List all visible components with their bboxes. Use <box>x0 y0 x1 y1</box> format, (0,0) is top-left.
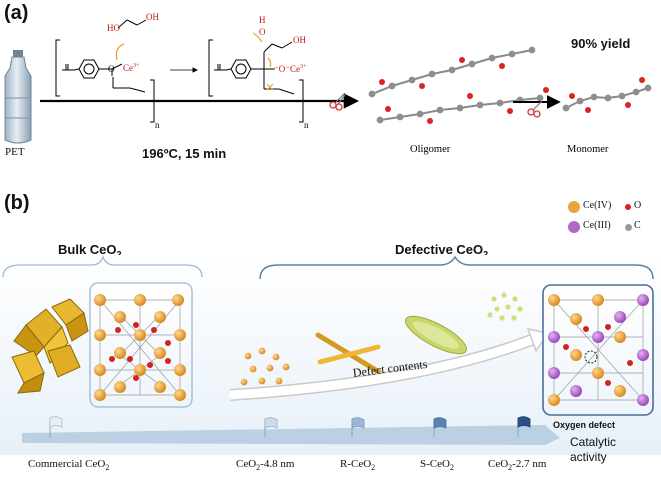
ce-label-left: Ce3+ <box>123 63 140 73</box>
carbonyl-o-label: O <box>108 64 115 74</box>
reaction-scheme: HO OH O Ce3+ n H O <box>4 12 652 155</box>
bulk-o-atoms <box>109 322 171 381</box>
pet-label: PET <box>5 146 25 158</box>
scissors-icon-2 <box>527 100 543 118</box>
ce4-legend-label: Ce(IV) <box>583 200 612 211</box>
sample-flag-s-ceo2 <box>433 417 447 437</box>
ce3-legend-label: Ce(III) <box>583 220 611 231</box>
nanospindle-icon <box>405 315 467 355</box>
sample-label-ceo2-4.8nm: CeO2-4.8 nm <box>236 458 295 473</box>
oh-label-left: OH <box>146 12 159 22</box>
oligomer-molecules <box>368 46 549 124</box>
panel-b-label: (b) <box>4 192 30 214</box>
o-label-right: O <box>259 27 266 37</box>
small-particles-icon <box>487 292 523 321</box>
c-legend-label: C <box>634 220 641 231</box>
legend: Ce(IV) O Ce(III) C <box>568 199 658 239</box>
o-legend-swatch <box>625 204 631 210</box>
sample-flag-ceo2-2.7nm <box>517 416 531 437</box>
bulk-ceo2-title: Bulk CeO2 <box>58 242 122 260</box>
ce-label-right: ⁻O⁻Ce3+ <box>274 64 307 74</box>
h-label-right: H <box>259 15 266 25</box>
scissors-icon <box>329 92 346 111</box>
oxygen-defect-label: Oxygen defect <box>553 420 616 430</box>
yield-label: 90% yield <box>571 36 631 51</box>
sample-flag-r-ceo2 <box>351 417 365 437</box>
panel-a-label: (a) <box>4 2 29 24</box>
monomer-label: Monomer <box>567 144 609 155</box>
repeat-n-right: n <box>304 120 309 130</box>
defective-ce4-atoms <box>548 294 626 406</box>
oh-label-right: OH <box>293 35 306 45</box>
defective-o-atoms <box>563 324 633 386</box>
nanorod-icon <box>315 332 382 375</box>
sample-label-ceo2-2.7nm: CeO2-2.7 nm <box>488 458 547 473</box>
ceo2-illustration <box>0 255 661 455</box>
defective-brace <box>259 255 654 280</box>
sample-label-r-ceo2: R-CeO2 <box>340 458 376 473</box>
ho-label-left: HO <box>107 23 120 33</box>
defective-ce3-atoms <box>548 294 649 406</box>
ce3-legend-swatch <box>568 221 580 233</box>
pet-repeat-unit-right <box>208 39 304 123</box>
ce4-legend-swatch <box>568 201 580 213</box>
oxygen-vacancy-marker <box>584 350 598 364</box>
monomer-molecule <box>562 77 652 113</box>
repeat-n-left: n <box>155 120 160 130</box>
oligomer-label: Oligomer <box>410 144 451 155</box>
sample-flag-ceo2-4.8nm <box>264 417 278 437</box>
sample-label-s-ceo2: S-CeO2 <box>420 458 454 473</box>
pet-bottle-icon <box>4 50 32 144</box>
sample-flag-commercial <box>49 416 63 438</box>
defective-ceo2-title: Defective CeO2 <box>395 242 489 260</box>
bulk-brace <box>2 255 203 278</box>
pet-repeat-unit-left <box>55 19 155 123</box>
o-legend-label: O <box>634 200 642 211</box>
sample-label-commercial: Commercial CeO2 <box>28 458 110 473</box>
reaction-condition: 196ºC, 15 min <box>142 146 227 161</box>
catalytic-activity-label: Catalytic activity <box>570 435 617 464</box>
bulk-crystal-icon <box>11 298 89 394</box>
nanoparticle-icon <box>240 347 290 386</box>
activity-axis <box>22 425 560 445</box>
c-legend-swatch <box>625 224 632 231</box>
bulk-ce-atoms <box>94 294 186 401</box>
